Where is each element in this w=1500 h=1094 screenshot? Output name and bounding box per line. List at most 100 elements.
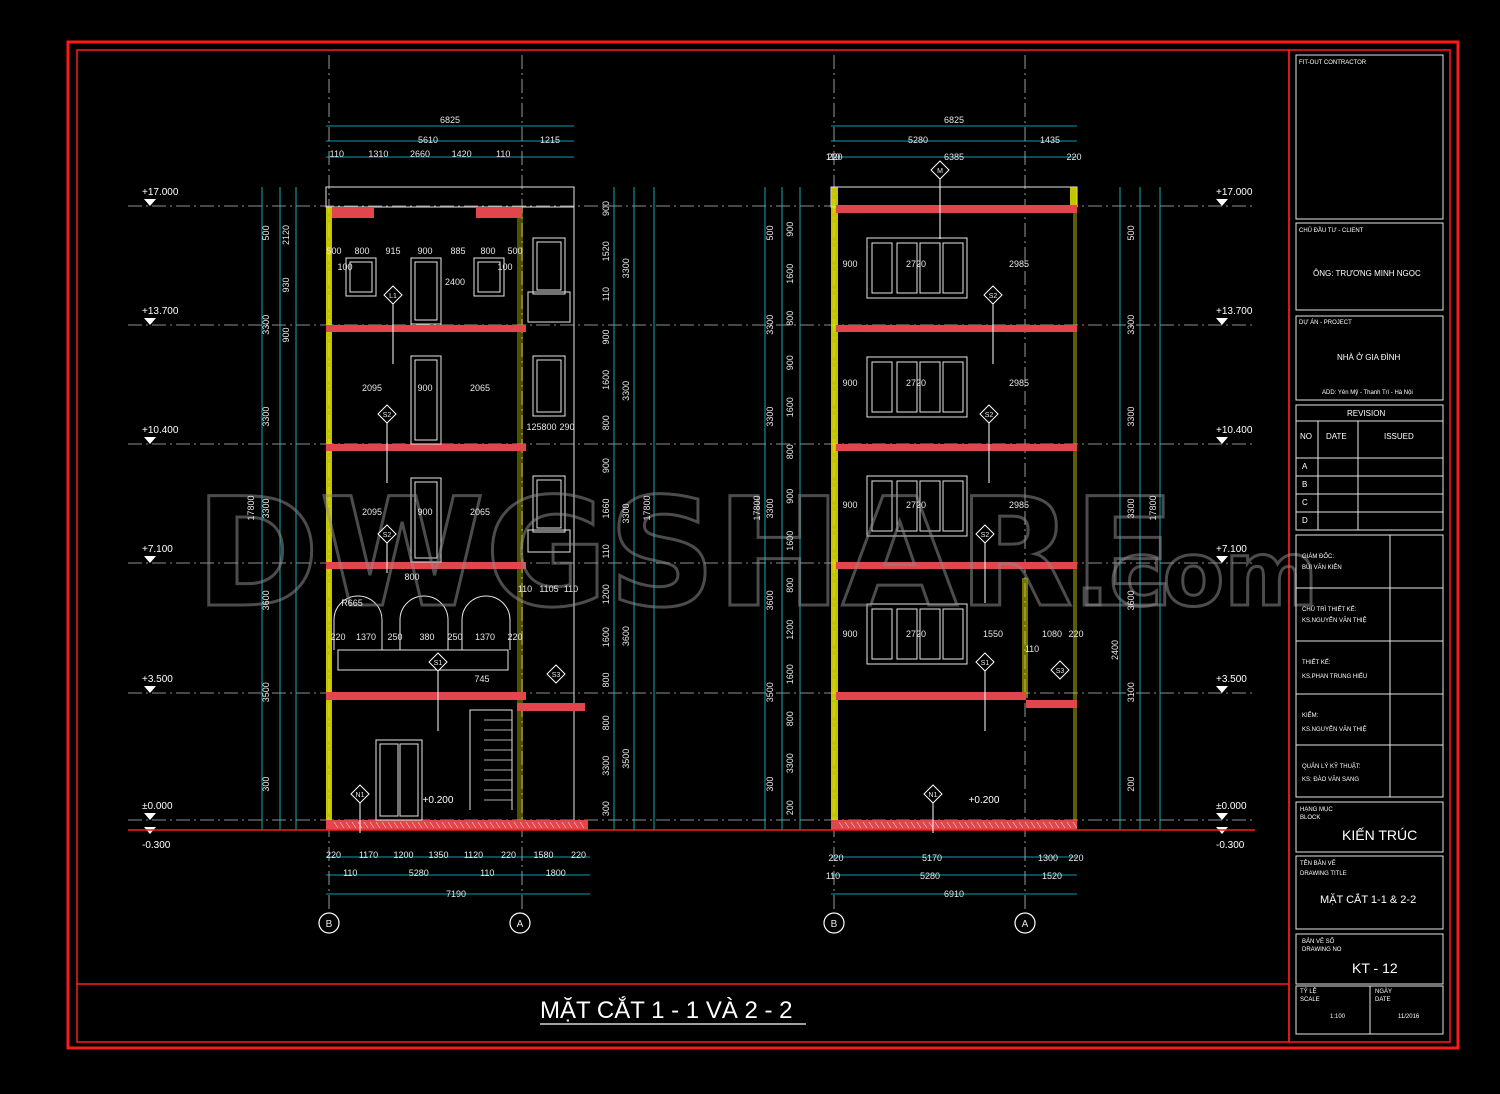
dimension-label: 1600 (601, 370, 611, 390)
interior-dimension: 2095 (362, 383, 382, 393)
dimension-label: 1120 (464, 850, 483, 860)
signature-name: KS.NGUYỄN VĂN THIỆ (1302, 616, 1367, 624)
dimension-label: 500 (765, 225, 775, 240)
level-marker-icon (144, 813, 156, 820)
interior-dimension: 380 (419, 632, 434, 642)
dimension-label: 900 (785, 355, 795, 370)
dimension-label: 3500 (261, 682, 271, 702)
signature-name: BÙI VĂN KIÊN (1302, 563, 1342, 571)
hatch-mark (339, 821, 345, 829)
dimension-label: 1215 (540, 135, 560, 145)
dimension-label: 500 (261, 225, 271, 240)
dimension-label: 3600 (621, 626, 631, 646)
client-label: CHỦ ĐẦU TƯ - CLIENT (1299, 227, 1364, 234)
hatch-mark (411, 821, 417, 829)
interior-dimension: 220 (507, 632, 522, 642)
hatch-mark (916, 821, 922, 829)
dimension-label: 5280 (920, 871, 940, 881)
hatch-mark (405, 821, 411, 829)
hatch-mark (561, 821, 567, 829)
hatch-mark (958, 821, 964, 829)
interior-dimension: 800 (404, 572, 419, 582)
dimension-label: 3300 (1126, 315, 1136, 335)
hatch-mark (838, 821, 844, 829)
drawing-title: MẶT CẮT 1 - 1 VÀ 2 - 2 (540, 996, 793, 1024)
section-tag-label: S3 (552, 672, 561, 679)
section-tag-label: S1 (981, 660, 990, 667)
hatch-mark (1066, 821, 1072, 829)
hatch-mark (579, 821, 585, 829)
dimension-label: 500 (1126, 225, 1136, 240)
hatch-mark (1006, 821, 1012, 829)
dimension-label: 7190 (446, 889, 466, 899)
hatch-mark (904, 821, 910, 829)
dimension-label: 1600 (785, 264, 795, 284)
section-1-body (325, 186, 588, 830)
hatch-mark (964, 821, 970, 829)
dimension-label: 900 (785, 489, 795, 504)
hatch-mark (501, 821, 507, 829)
dimension-label: 3300 (621, 503, 631, 523)
section-tag-label: S2 (985, 412, 994, 419)
dimension-label: 3300 (1126, 498, 1136, 518)
dimension-label: 800 (785, 711, 795, 726)
hatch-mark (856, 821, 862, 829)
level-marker-icon (1216, 813, 1228, 820)
dimension-label: 3600 (261, 590, 271, 610)
hatch-mark (910, 821, 916, 829)
interior-dimension: 1370 (475, 632, 495, 642)
section-tag-label: S2 (989, 293, 998, 300)
dimension-label: 3300 (601, 756, 611, 776)
grid-bubble-icon (1014, 912, 1036, 934)
interior-dimension: 125 (526, 422, 541, 432)
dimension-label: 17800 (642, 495, 652, 520)
interior-dimension: 2065 (470, 383, 490, 393)
dimension-label: 900 (785, 222, 795, 237)
dimension-label: 110 (601, 544, 611, 558)
dimension-label: 300 (261, 777, 271, 792)
dimension-label: 6825 (944, 115, 964, 125)
interior-dimension: 2720 (906, 500, 926, 510)
hatch-mark (844, 821, 850, 829)
floor-level-note: +0.200 (969, 795, 1000, 806)
outer-frame (66, 40, 1460, 1050)
hatch-mark (1054, 821, 1060, 829)
signature-name: KS.PHAN TRUNG HIẾU (1302, 673, 1367, 680)
dimension-label: 2660 (410, 149, 430, 159)
dimension-label: 3300 (261, 498, 271, 518)
hatch-mark (874, 821, 880, 829)
dimension-label: 17800 (752, 495, 762, 520)
interior-dimension: 900 (417, 383, 432, 393)
level-label: +13.700 (142, 306, 179, 317)
drawing-no-label: BẢN VẼ SỐ (1302, 938, 1335, 945)
level-marker-icon (144, 199, 156, 206)
dimension-label: 110 (601, 287, 611, 301)
interior-dimension: 1370 (356, 632, 376, 642)
hatch-mark (387, 821, 393, 829)
dimension-label: 1580 (533, 850, 553, 860)
dimension-label: 1600 (785, 664, 795, 684)
hatch-mark (555, 821, 561, 829)
level-label: +3.500 (142, 674, 173, 685)
dimension-label: 1600 (785, 531, 795, 551)
interior-dimension: 800 (480, 246, 495, 256)
interior-dimension: 2400 (1110, 640, 1120, 660)
hatch-mark (970, 821, 976, 829)
hatch-mark (525, 821, 531, 829)
dimension-label: 5280 (908, 135, 928, 145)
dimension-label: 200 (1126, 777, 1136, 792)
dimension-label: 3300 (1126, 407, 1136, 427)
hatch-mark (1042, 821, 1048, 829)
hatch-mark (333, 821, 339, 829)
section-tag-label: S2 (981, 532, 990, 539)
level-marker-icon (1216, 318, 1228, 325)
dimension-label: 3600 (1126, 590, 1136, 610)
dimension-label: 3600 (765, 590, 775, 610)
grid-bubble-label: A (1022, 919, 1029, 930)
hatch-mark (567, 821, 573, 829)
hatch-mark (441, 821, 447, 829)
hatch-mark (886, 821, 892, 829)
level-label: ±0.000 (142, 801, 173, 812)
interior-dimension: 1080 (1042, 629, 1062, 639)
interior-dimension: 800 (541, 422, 556, 432)
